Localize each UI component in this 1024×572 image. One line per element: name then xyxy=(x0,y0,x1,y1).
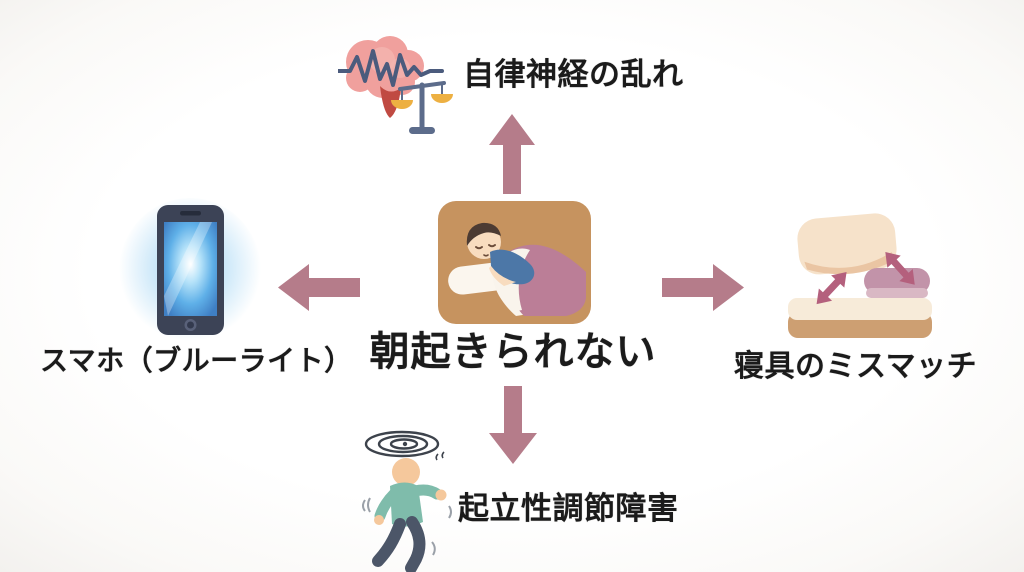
arrow-left xyxy=(278,264,360,311)
center-label: 朝起きられない xyxy=(369,330,657,374)
arrow-up xyxy=(489,114,535,194)
cause-label-left: スマホ（ブルーライト） xyxy=(40,345,353,376)
smartphone-blue-light-icon xyxy=(119,198,261,344)
bedding-mismatch-icon xyxy=(788,213,932,338)
brain-waveform-balance-icon xyxy=(338,36,453,134)
dizzy-person-icon xyxy=(362,430,452,572)
cause-label-top: 自律神経の乱れ xyxy=(463,57,684,92)
arrow-right xyxy=(662,264,744,311)
cause-label-right: 寝具のミスマッチ xyxy=(734,350,978,383)
arrow-down xyxy=(489,386,537,464)
sleeping-in-bed-icon xyxy=(438,201,591,324)
cause-label-bottom: 起立性調節障害 xyxy=(458,491,679,526)
